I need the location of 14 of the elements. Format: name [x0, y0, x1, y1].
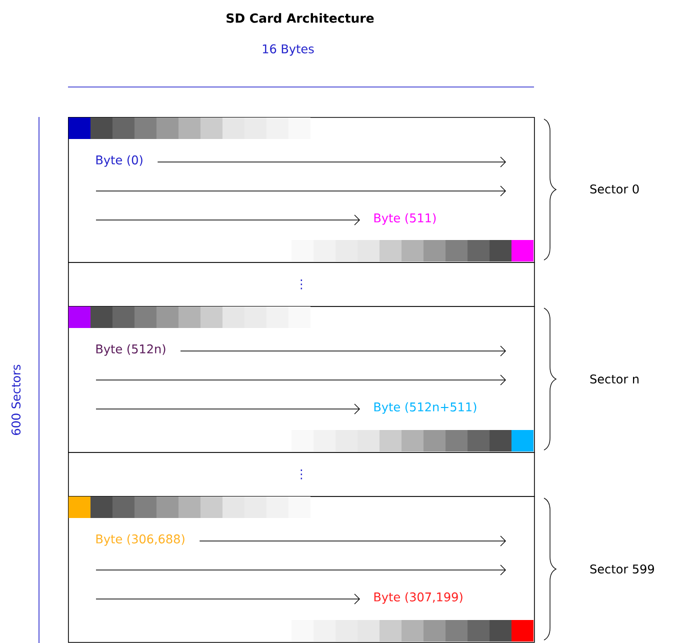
dimension-label: 600 Sectors [11, 364, 21, 435]
gap-box: ⋮ [68, 452, 535, 497]
title: SD Card Architecture [226, 13, 374, 23]
byte-label: Byte (511) [374, 213, 436, 225]
byte-label: Byte (307,199) [374, 592, 462, 604]
dimension-label: 16 Bytes [262, 44, 314, 56]
byte-label: Byte (512n+511) [374, 402, 476, 414]
sector-label: Sector n [590, 374, 638, 384]
gap-box: ⋮ [68, 262, 535, 307]
byte-label: Byte (306,688) [96, 534, 184, 546]
byte-label: Byte (0) [96, 155, 142, 167]
byte-label: Byte (512n) [96, 344, 166, 356]
sector-label: Sector 599 [590, 564, 654, 574]
sector-label: Sector 0 [590, 184, 639, 194]
